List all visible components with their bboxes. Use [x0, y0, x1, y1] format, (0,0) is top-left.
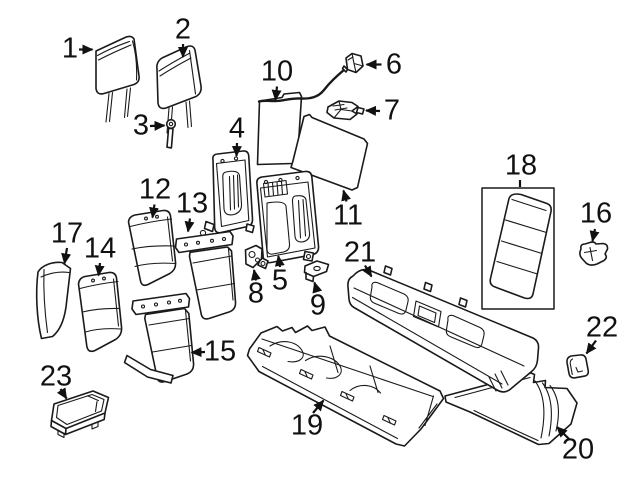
part-19-seat-pan: [246, 325, 445, 447]
callout-12: 12: [138, 173, 172, 206]
callout-16: 16: [579, 197, 613, 230]
callout-6: 6: [385, 48, 403, 81]
arrow-14: [94, 262, 105, 277]
callout-8: 8: [247, 277, 265, 310]
part-4-backrest-frame-left: [199, 150, 255, 237]
part-9-bracket: [303, 260, 330, 283]
arrow-19: [312, 399, 325, 414]
callout-19: 19: [290, 409, 324, 442]
part-16-clip: [579, 241, 609, 266]
part-20-seat-cushion-cover: [444, 372, 578, 446]
callout-13: 13: [175, 187, 209, 220]
arrow-21: [362, 264, 373, 278]
callout-5: 5: [271, 264, 289, 297]
part-23-storage-tray: [50, 390, 110, 439]
callout-10: 10: [260, 55, 294, 88]
callout-21: 21: [343, 236, 377, 269]
arrow-9: [312, 281, 323, 294]
part-3-headrest-guide-bolt: [165, 118, 177, 149]
arrow-13: [184, 218, 195, 233]
callout-15: 15: [203, 335, 237, 368]
arrow-20: [556, 426, 570, 440]
arrow-17: [61, 247, 72, 265]
arrow-11: [341, 189, 351, 202]
arrow-23: [56, 387, 68, 400]
part-18-armrest: [481, 187, 555, 310]
callout-arrows: [56, 44, 600, 440]
callout-4: 4: [228, 112, 246, 145]
part-7-latch: [326, 100, 365, 121]
arrow-5: [274, 255, 285, 268]
part-1-headrest: [95, 35, 140, 123]
part-2-headrest: [156, 45, 202, 134]
arrow-16: [589, 228, 600, 242]
callout-14: 14: [83, 232, 117, 265]
callout-1: 1: [61, 32, 79, 65]
part-11-back-panel-right: [290, 113, 369, 191]
arrow-4: [231, 142, 242, 157]
callout-9: 9: [309, 289, 327, 322]
part-14-backrest-pad: [77, 271, 123, 353]
part-10-back-panel-left: [256, 91, 303, 166]
callout-2: 2: [174, 13, 192, 46]
arrow-7: [365, 105, 381, 116]
part-15-backrest-pad: [123, 292, 195, 384]
part-13-backrest-panel: [174, 230, 237, 320]
arrow-3: [149, 120, 166, 131]
parts-artwork: [35, 35, 609, 447]
callout-17: 17: [50, 217, 84, 250]
part-18-box-frame: [481, 187, 555, 310]
callout-23: 23: [39, 360, 73, 393]
part-5-backrest-frame-right: [256, 170, 320, 270]
callout-18: 18: [504, 149, 538, 182]
part-21-seat-cushion-pad: [347, 265, 540, 393]
arrow-22: [585, 339, 597, 355]
callout-7: 7: [383, 94, 401, 127]
part-17-side-bolster-pad: [35, 261, 72, 340]
part-12-backrest-pad: [127, 209, 177, 287]
arrow-12: [149, 204, 159, 219]
callout-11: 11: [332, 199, 364, 232]
callout-22: 22: [585, 311, 619, 344]
part-22-bezel: [566, 354, 590, 379]
arrow-10: [271, 86, 282, 101]
arrow-8: [250, 269, 261, 281]
part-8-bracket: [244, 244, 263, 269]
arrow-15: [190, 347, 206, 358]
callout-20: 20: [561, 433, 595, 466]
callout-3: 3: [132, 109, 150, 142]
